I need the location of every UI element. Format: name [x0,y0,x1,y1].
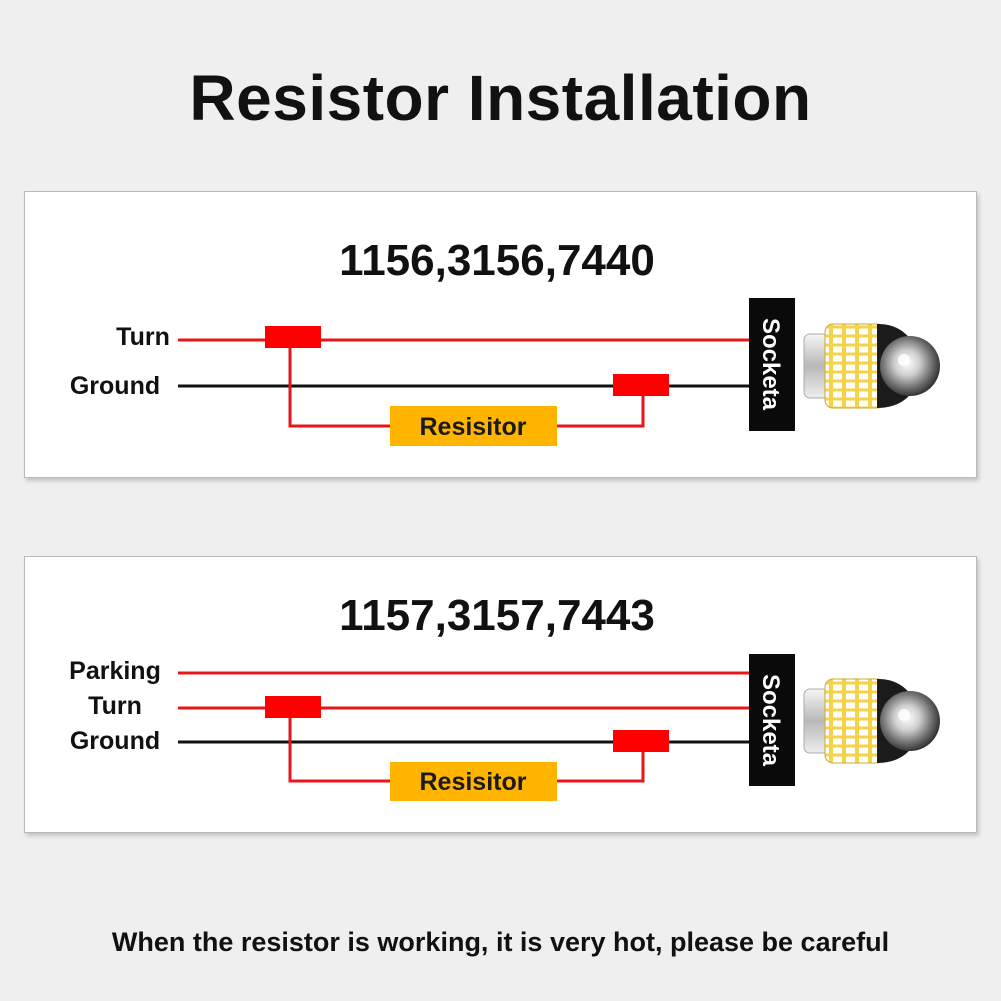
resistor-block [390,762,557,801]
socket-block [749,654,795,786]
resistor-block [390,406,557,446]
resistor-label: Resisitor [420,413,527,441]
resistor-loop-wire [288,708,390,783]
socket-label: Socketa [757,318,784,411]
ground-wire-connector [613,374,669,396]
wire-label-turn: Turn [88,692,142,720]
wire-label-ground: Ground [70,372,160,400]
resistor-loop-wire-return [557,386,645,428]
led-bulb-icon [803,323,940,409]
socket-block [749,298,795,431]
diagram-panel-1156: 1156,3156,7440 Turn Ground Resisitor Soc… [24,191,977,478]
wire-label-ground: Ground [70,727,160,755]
wiring-diagram-1156: 1156,3156,7440 Turn Ground Resisitor Soc… [70,236,940,446]
wiring-diagram-1157: 1157,3157,7443 Parking Turn Ground Resis… [69,591,940,801]
turn-wire-connector [265,326,321,348]
wire-label-parking: Parking [69,657,161,685]
led-bulb-icon [803,678,940,764]
resistor-loop-wire-return [557,742,645,783]
ground-wire-connector [613,730,669,752]
socket-label: Socketa [757,674,784,767]
bulb-model-heading: 1156,3156,7440 [339,236,655,285]
bulb-model-heading: 1157,3157,7443 [339,591,655,640]
wire-label-turn: Turn [116,323,170,351]
resistor-label: Resisitor [420,768,527,796]
page-title: Resistor Installation [189,62,812,134]
diagram-panel-1157: 1157,3157,7443 Parking Turn Ground Resis… [24,556,977,833]
turn-wire-connector [265,696,321,718]
safety-warning: When the resistor is working, it is very… [111,927,890,957]
resistor-loop-wire [288,340,390,428]
